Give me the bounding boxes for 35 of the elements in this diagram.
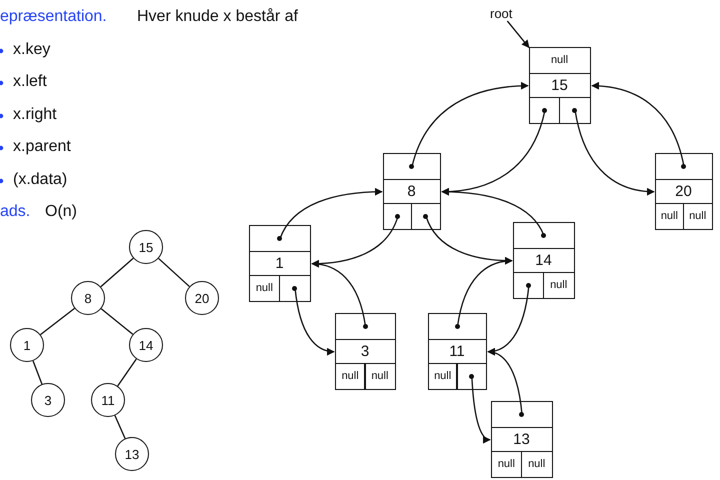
bullet-item-text: x.parent [13,138,71,156]
pointer-arrow [456,257,513,327]
bullet-item-text: x.key [13,41,50,59]
pointer-arrow [471,376,491,442]
slide-text: Hver knude x består af [137,8,298,26]
tree-node-circle: 15 [129,230,163,264]
tree-edge [32,360,43,384]
pointer-arrow [591,82,685,167]
pointer-arrow [279,188,383,240]
slide-text: epræsentation. [0,8,107,26]
pointer-arrow [506,20,530,48]
bullet-item-text: x.left [13,73,47,91]
tree-edge [114,415,126,439]
tree-edge [158,258,190,288]
pointer-arrow [487,348,523,415]
tree-edge [100,258,134,288]
tree-node-circle: 8 [71,281,105,315]
bullet-item-text: (x.data) [13,171,68,189]
slide-text: ads. [0,203,30,221]
pointer-arrow [574,110,655,196]
bullet-item-text: x.right [13,106,57,124]
slide-text: O(n) [45,203,77,221]
tree-edge [117,358,137,386]
tree-node-circle: 20 [185,281,219,315]
tree-edge [40,308,75,336]
tree-node-circle: 13 [115,437,149,471]
tree-node-circle: 11 [91,383,125,417]
tree-node-circle: 14 [129,328,163,362]
tree-node-circle: 3 [31,383,65,417]
tree-edge [100,308,134,335]
pointer-label: root [490,6,512,21]
pointer-arrow [294,288,335,356]
pointer-arrow [311,260,366,327]
tree-node-circle: 1 [10,328,44,362]
pointer-arrow [411,82,529,167]
